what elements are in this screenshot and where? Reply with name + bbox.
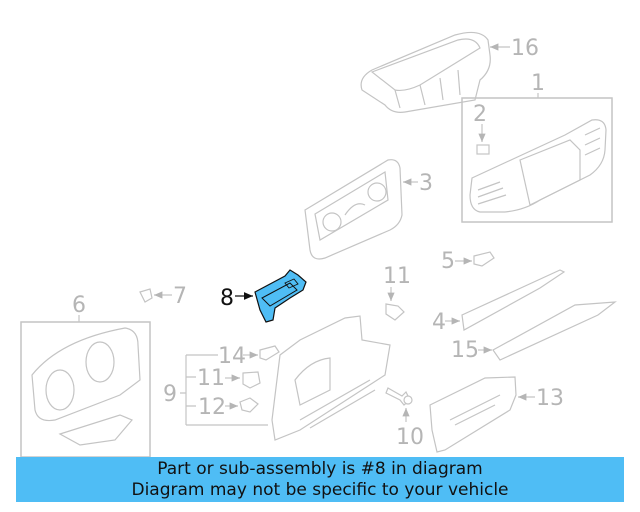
callout-5: 5: [441, 249, 455, 274]
callout-1: 1: [531, 71, 545, 96]
part-1-group-box: [461, 97, 613, 223]
part-5-clip[interactable]: [473, 251, 495, 267]
callout-8: 8: [220, 286, 234, 311]
banner-line-part-number: Part or sub-assembly is #8 in diagram: [157, 459, 483, 479]
callout-15: 15: [451, 338, 479, 363]
part-15-tray[interactable]: [492, 301, 617, 361]
part-12-nut[interactable]: [239, 397, 259, 413]
part-14-glove-box[interactable]: [429, 376, 517, 453]
banner-line-disclaimer: Diagram may not be specific to your vehi…: [131, 480, 509, 500]
part-6-instrument-cluster[interactable]: [31, 327, 141, 446]
part-3-climate-bezel[interactable]: [304, 159, 403, 260]
callout-13: 14: [218, 344, 246, 369]
callout-6: 6: [72, 293, 86, 318]
callout-2: 2: [473, 102, 487, 127]
lower-dash-panel[interactable]: [271, 315, 391, 441]
callout-9: 9: [163, 382, 177, 407]
callout-11-upper: 11: [383, 264, 411, 289]
callout-12: 12: [198, 395, 226, 420]
callout-14: 13: [536, 386, 564, 411]
part-16-module[interactable]: [360, 31, 491, 113]
part-8-highlighted[interactable]: [254, 269, 307, 323]
part-7-clip[interactable]: [139, 288, 153, 303]
callout-11-lower: 11: [197, 366, 225, 391]
callout-10: 10: [396, 425, 424, 450]
callout-4: 4: [432, 310, 446, 335]
part-2-clip[interactable]: [476, 144, 490, 155]
part-10-screw[interactable]: [385, 387, 413, 406]
part-4-trim-strip[interactable]: [461, 269, 566, 331]
callout-7: 7: [173, 284, 187, 309]
part-11-bracket-lower[interactable]: [242, 371, 261, 389]
part-11-bracket-upper[interactable]: [385, 303, 405, 321]
part-13-clip[interactable]: [259, 345, 280, 361]
callout-16: 16: [511, 36, 539, 61]
callout-3: 3: [419, 171, 433, 196]
part-1-vent-trim[interactable]: [469, 119, 607, 213]
info-banner: Part or sub-assembly is #8 in diagram Di…: [16, 457, 624, 502]
